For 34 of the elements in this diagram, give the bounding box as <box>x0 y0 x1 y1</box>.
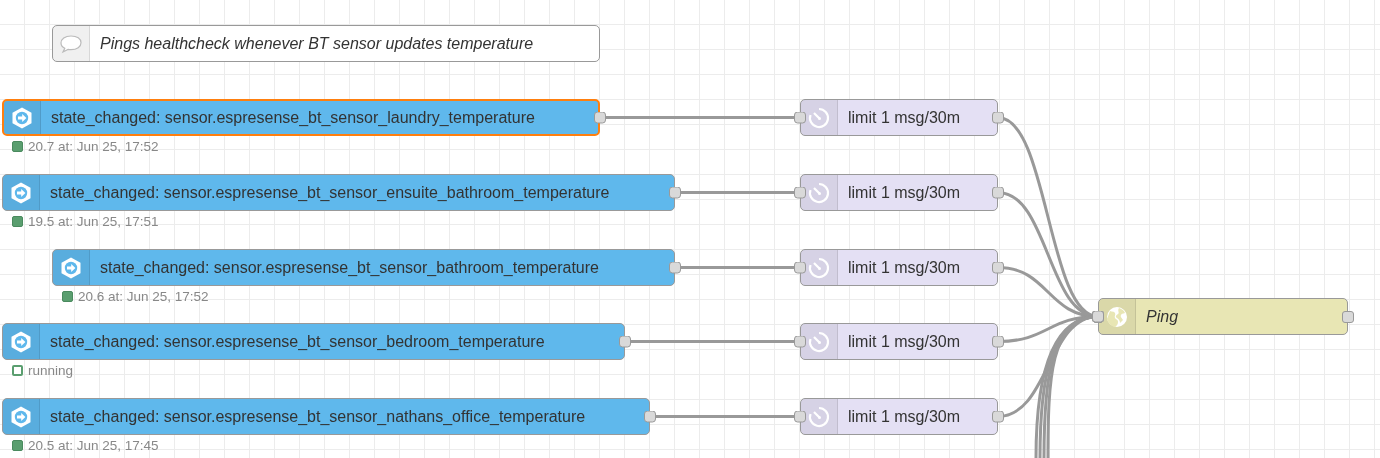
node-label: limit 1 msg/30m <box>847 258 961 277</box>
status-text: 20.5 at: Jun 25, 17:45 <box>28 438 159 453</box>
node-label: state_changed: sensor.espresense_bt_sensor_ensuite_bathroom_temperature <box>49 183 610 202</box>
wire <box>594 111 806 124</box>
status-text: running <box>28 363 74 378</box>
wire <box>619 335 806 348</box>
wire <box>644 410 806 423</box>
event-node <box>2 398 650 435</box>
status-text: 20.7 at: Jun 25, 17:52 <box>28 139 159 154</box>
node-label: limit 1 msg/30m <box>847 108 961 127</box>
event-node <box>2 99 600 136</box>
node-label: state_changed: sensor.espresense_bt_sensor_bedroom_temperature <box>49 332 545 351</box>
status-text: 19.5 at: Jun 25, 17:51 <box>28 214 159 229</box>
event-node <box>52 249 675 286</box>
node-label: Pings healthcheck whenever BT sensor updates temperature <box>99 34 534 53</box>
event-node <box>2 174 675 211</box>
delay-node <box>800 174 998 211</box>
node-label: limit 1 msg/30m <box>847 183 961 202</box>
node-label: state_changed: sensor.espresense_bt_sensor_bathroom_temperature <box>99 258 599 277</box>
node-label: limit 1 msg/30m <box>847 332 961 351</box>
node-label: state_changed: sensor.espresense_bt_sensor_laundry_temperature <box>50 108 535 127</box>
http-request-node <box>1098 298 1348 335</box>
node-label: Ping <box>1145 307 1179 326</box>
delay-node <box>800 323 998 360</box>
node-label: state_changed: sensor.espresense_bt_sensor_nathans_office_temperature <box>49 407 586 426</box>
status-text: 20.6 at: Jun 25, 17:52 <box>78 289 209 304</box>
delay-node <box>800 398 998 435</box>
wire <box>669 261 806 274</box>
event-node <box>2 323 625 360</box>
comment-box <box>52 25 600 62</box>
node-label: limit 1 msg/30m <box>847 407 961 426</box>
delay-node <box>800 249 998 286</box>
delay-node <box>800 99 998 136</box>
wire <box>669 186 806 199</box>
